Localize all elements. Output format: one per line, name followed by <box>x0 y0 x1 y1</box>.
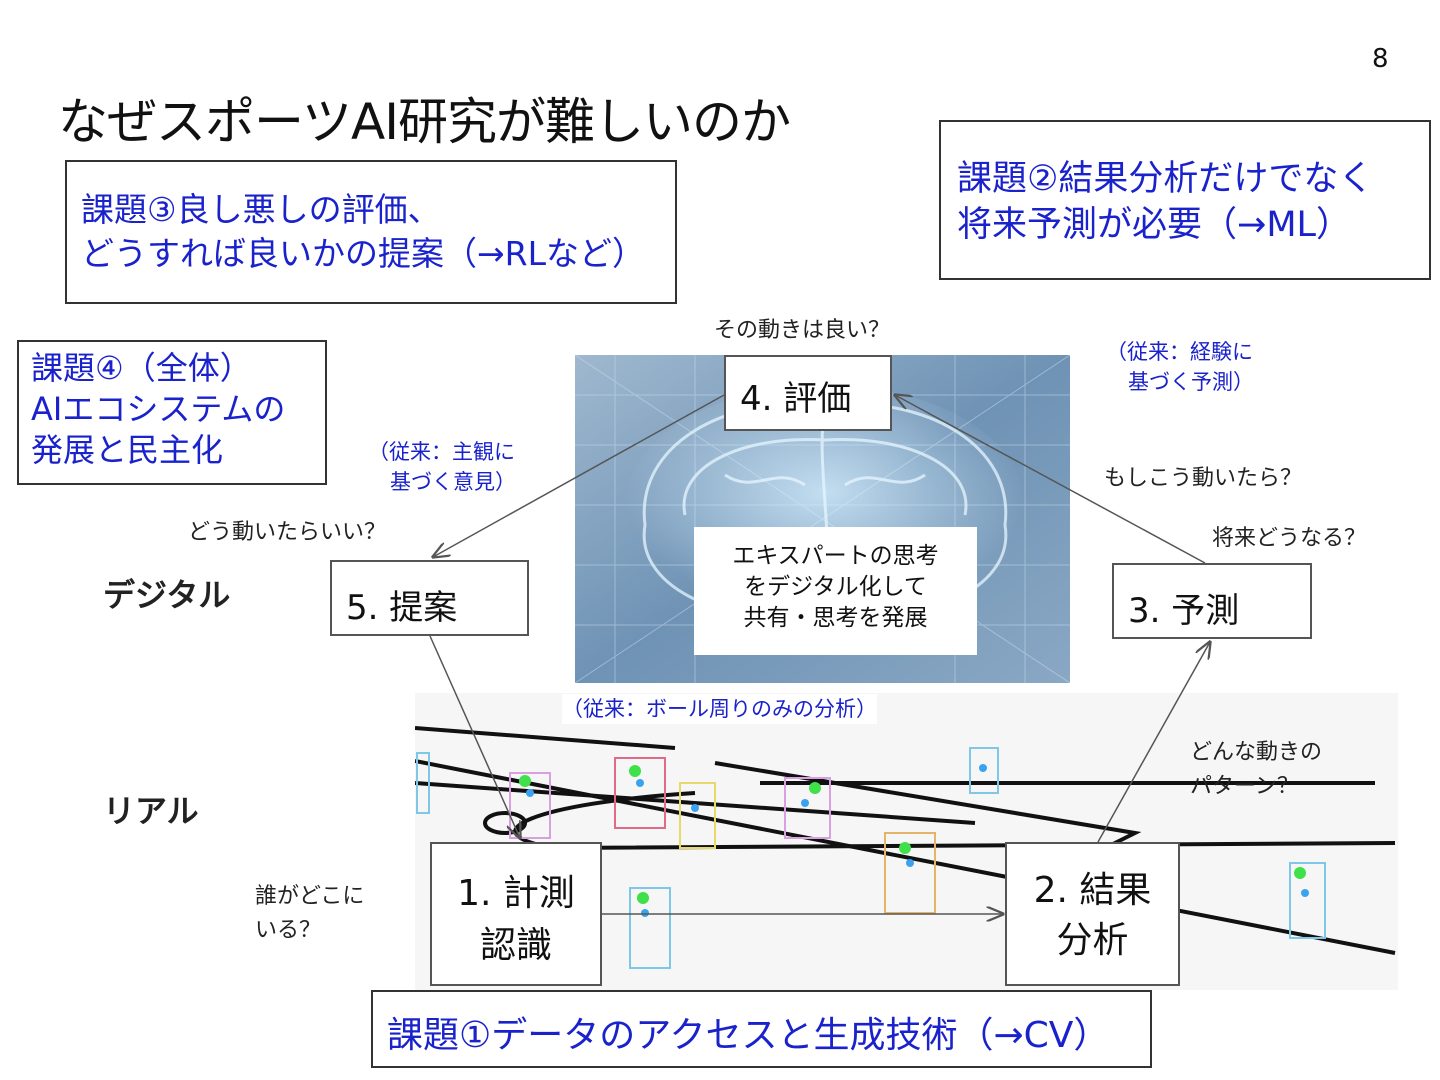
note-conventional-analysis: （従来：ボール周りのみの分析） <box>562 694 877 724</box>
node-result-line2: 分析 <box>1056 920 1129 961</box>
issue1-text: 課題①データのアクセスと生成技術（→CV） <box>387 1015 1110 1056</box>
question-pattern-line1: どんな動きの <box>1190 740 1323 765</box>
note-eval-line2: 基づく意見） <box>390 470 516 494</box>
center-line1: エキスパートの思考 <box>732 543 939 569</box>
question-evaluation: その動きは良い？ <box>714 318 891 343</box>
node-measurement-line1: 1. 計測 <box>457 873 575 914</box>
question-who-where: 誰がどこに いる？ <box>255 880 364 948</box>
question-future: 将来どうなる？ <box>1212 526 1367 551</box>
node-prediction: 3. 予測 <box>1112 563 1312 639</box>
node-result-analysis: 2. 結果 分析 <box>1005 842 1180 986</box>
layer-label-digital: デジタル <box>103 576 231 614</box>
note-conventional-evaluation: （従来：主観に 基づく意見） <box>368 437 516 497</box>
note-pred-line2: 基づく予測） <box>1128 370 1254 394</box>
node-measurement-line2: 認識 <box>479 925 552 966</box>
issue4-box: 課題④（全体） AIエコシステムの 発展と民主化 <box>17 340 327 485</box>
center-concept-box: エキスパートの思考 をデジタル化して 共有・思考を発展 <box>694 527 977 655</box>
issue3-box: 課題③良し悪しの評価、 どうすれば良いかの提案（→RLなど） <box>65 160 677 304</box>
issue4-line1: 課題④（全体） <box>31 349 252 387</box>
center-line2: をデジタル化して <box>744 574 927 600</box>
node-evaluation: 4. 評価 <box>724 355 892 431</box>
issue2-line2: 将来予測が必要（→ML） <box>957 205 1352 245</box>
question-pattern: どんな動きの パターン？ <box>1190 736 1322 804</box>
node-result-line1: 2. 結果 <box>1033 870 1152 911</box>
question-who-line2: いる？ <box>255 918 322 943</box>
issue4-line2: AIエコシステムの <box>31 390 286 428</box>
issue2-box: 課題②結果分析だけでなく 将来予測が必要（→ML） <box>939 120 1431 280</box>
issue3-line1: 課題③良し悪しの評価、 <box>81 190 441 229</box>
note-pred-line1: （従来：経験に <box>1106 340 1253 364</box>
question-proposal: どう動いたらいい？ <box>188 520 387 545</box>
note-eval-line1: （従来：主観に <box>368 440 515 464</box>
node-measurement: 1. 計測 認識 <box>430 842 602 986</box>
question-whatif: もしこう動いたら？ <box>1104 466 1303 491</box>
note-conventional-prediction: （従来：経験に 基づく予測） <box>1106 337 1254 397</box>
question-who-line1: 誰がどこに <box>255 884 365 909</box>
layer-label-real: リアル <box>103 792 199 830</box>
issue1-box: 課題①データのアクセスと生成技術（→CV） <box>371 990 1152 1068</box>
slide-title: なぜスポーツAI研究が難しいのか <box>58 93 791 151</box>
slide-number: 8 <box>1372 44 1389 74</box>
center-line3: 共有・思考を発展 <box>743 605 928 631</box>
issue3-line2: どうすれば良いかの提案（→RLなど） <box>81 234 645 273</box>
question-pattern-line2: パターン？ <box>1190 774 1299 799</box>
node-proposal: 5. 提案 <box>330 560 529 636</box>
issue4-line3: 発展と民主化 <box>31 431 224 469</box>
issue2-line1: 課題②結果分析だけでなく <box>957 159 1374 199</box>
